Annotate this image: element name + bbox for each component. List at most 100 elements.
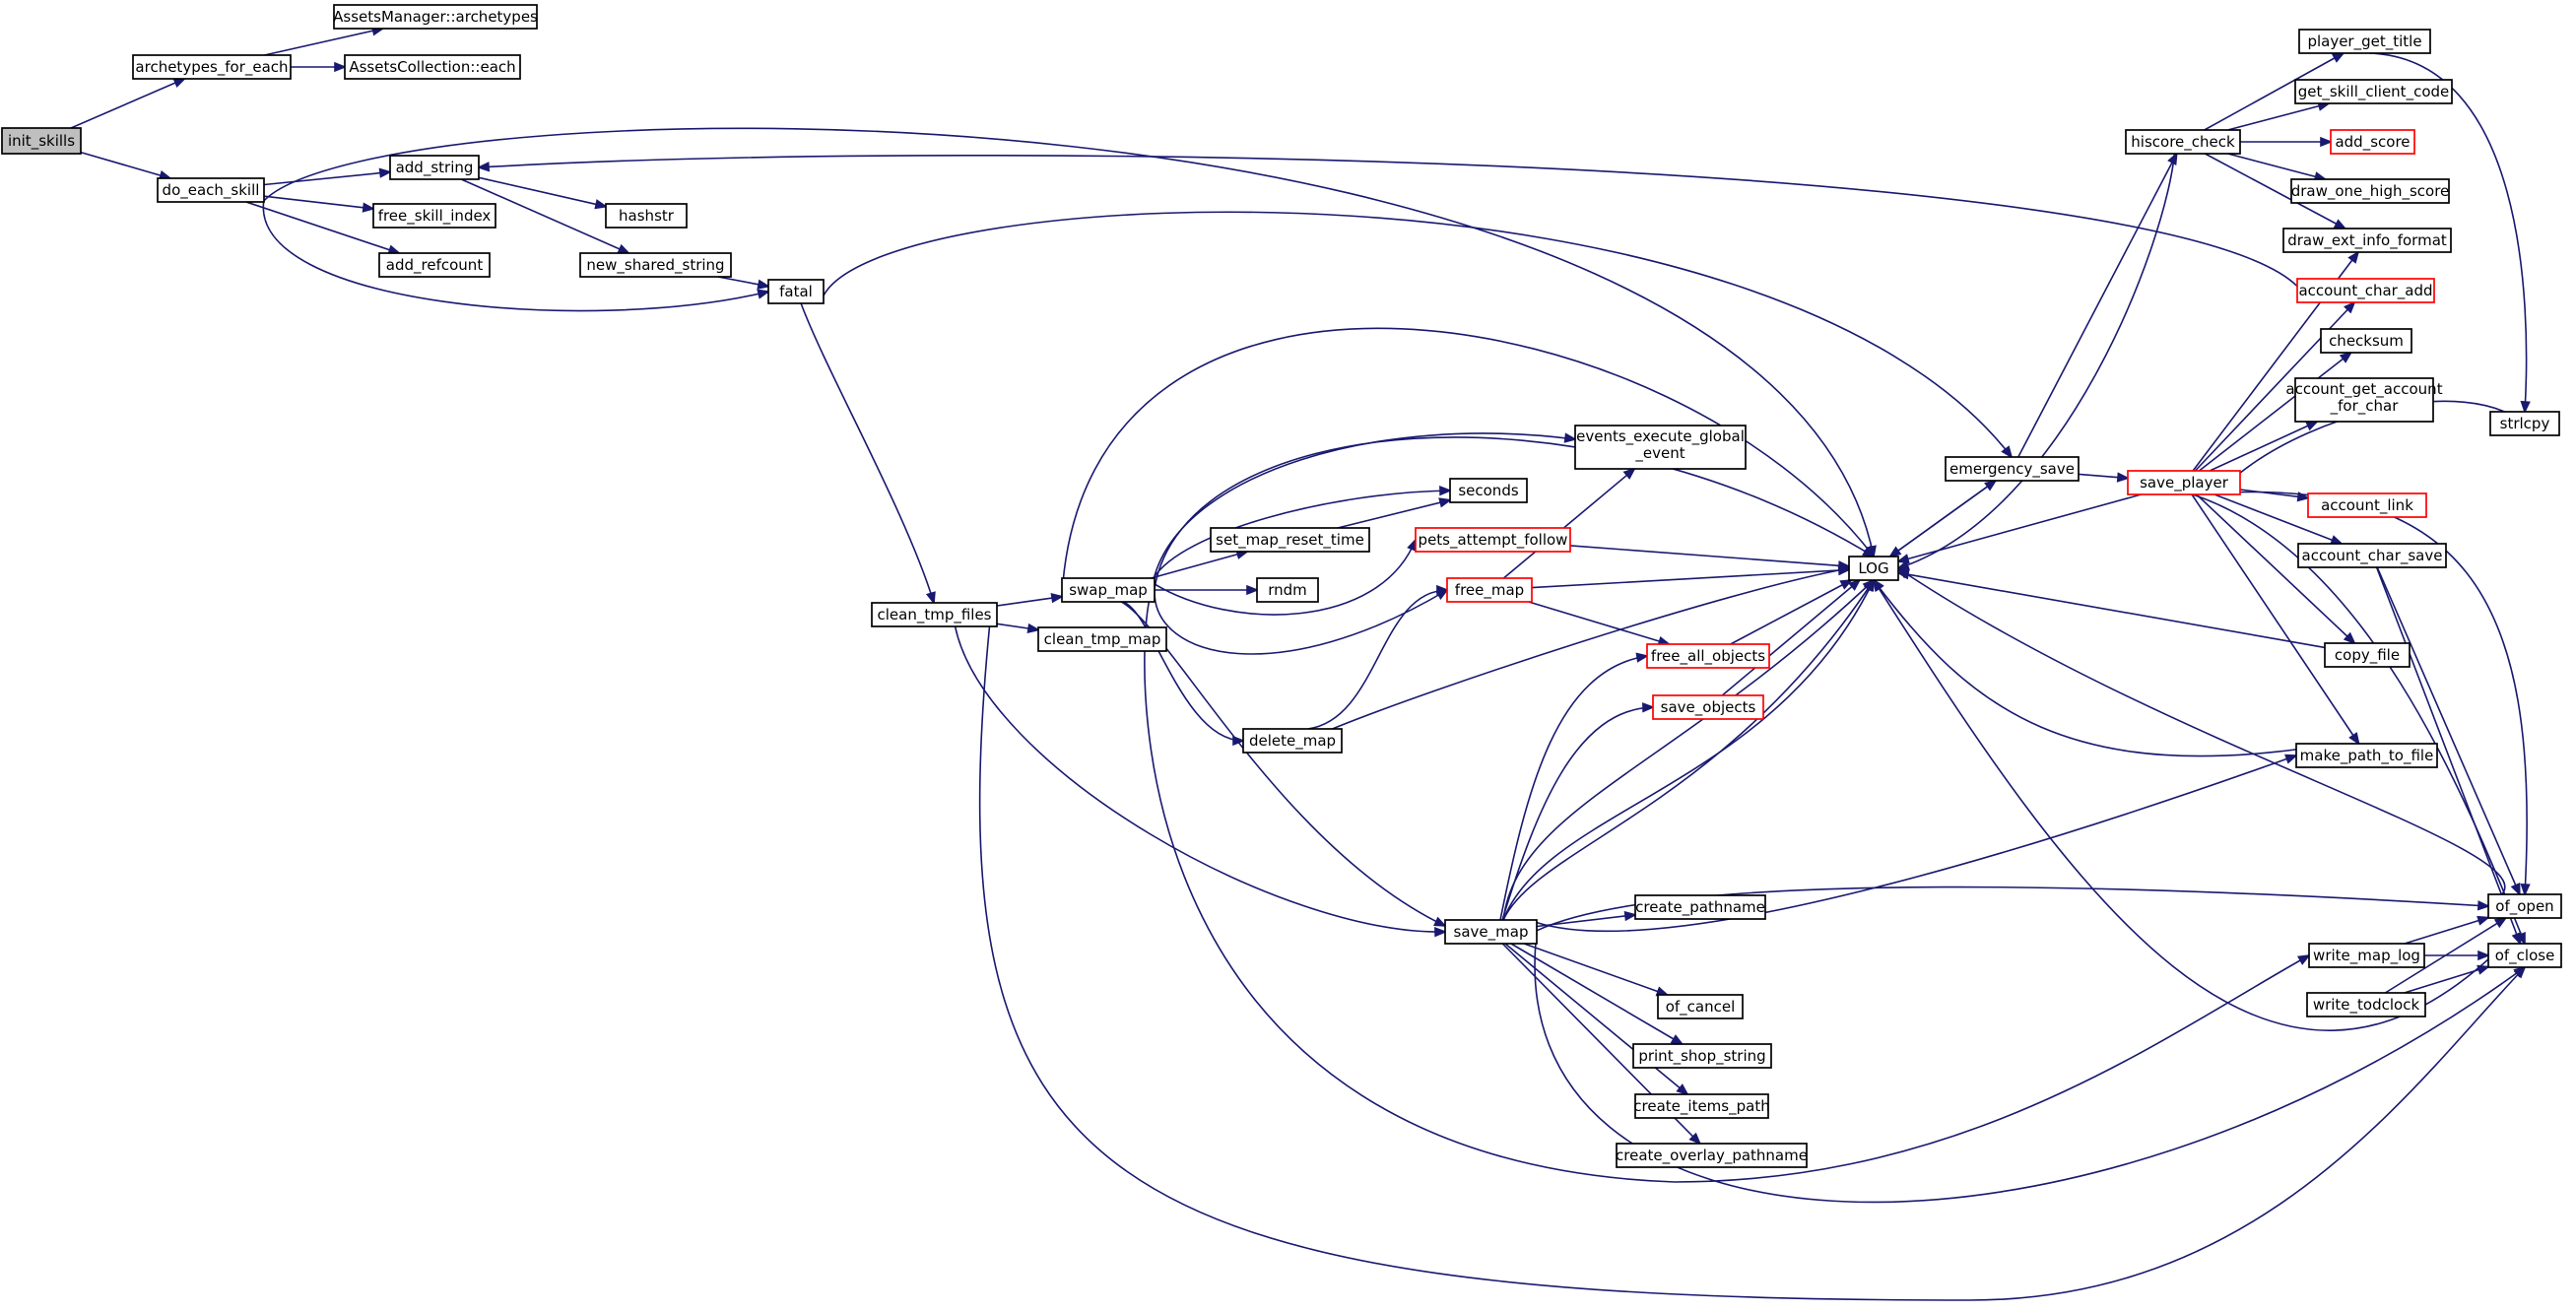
call-edge-add_string-to-hashstr [478, 176, 609, 210]
function-node-draw_one_high_score[interactable]: draw_one_high_score [2290, 178, 2450, 204]
edge-arrowhead [362, 202, 376, 213]
edge-arrowhead [757, 289, 771, 299]
edge-arrowhead [1563, 432, 1578, 443]
edge-arrowhead [1434, 927, 1448, 938]
function-node-emergency_save[interactable]: emergency_save [1945, 456, 2080, 482]
function-node-hiscore_check[interactable]: hiscore_check [2125, 129, 2241, 155]
function-node-write_todclock[interactable]: write_todclock [2306, 992, 2426, 1017]
function-node-AssetsManager_archetypes[interactable]: AssetsManager::archetypes [333, 4, 538, 30]
node-box [2306, 992, 2426, 1017]
edge-arrowhead [1622, 467, 1636, 480]
function-node-save_objects[interactable]: save_objects [1652, 694, 1764, 720]
function-node-create_items_path[interactable]: create_items_path [1633, 1093, 1770, 1119]
function-node-seconds[interactable]: seconds [1449, 478, 1528, 503]
function-node-add_score[interactable]: add_score [2330, 129, 2415, 155]
edge-line [2192, 493, 2526, 945]
function-node-of_open[interactable]: of_open [2487, 893, 2562, 919]
edge-line [2239, 489, 2309, 499]
function-node-events_execute_global_event[interactable]: events_execute_global_event [1574, 425, 1747, 470]
function-node-delete_map[interactable]: delete_map [1242, 728, 1343, 754]
edge-arrowhead [2477, 950, 2491, 961]
function-node-free_skill_index[interactable]: free_skill_index [372, 203, 496, 229]
function-node-get_skill_client_code[interactable]: get_skill_client_code [2294, 79, 2453, 104]
function-node-free_all_objects[interactable]: free_all_objects [1646, 643, 1770, 669]
edge-arrowhead [2330, 535, 2345, 545]
call-edge-save_player-to-make_path_to_file [2191, 493, 2360, 746]
function-node-add_refcount[interactable]: add_refcount [378, 252, 491, 278]
edge-line [1502, 468, 1635, 579]
edge-arrowhead [2347, 250, 2360, 264]
function-node-archetypes_for_each[interactable]: archetypes_for_each [132, 54, 292, 80]
function-node-make_path_to_file[interactable]: make_path_to_file [2295, 743, 2438, 768]
function-node-draw_ext_info_format[interactable]: draw_ext_info_format [2282, 228, 2452, 253]
function-node-fatal[interactable]: fatal [767, 279, 825, 304]
edge-line [2198, 352, 2352, 472]
node-box [1061, 577, 1156, 603]
edge-line [1531, 568, 1850, 589]
function-node-free_map[interactable]: free_map [1446, 577, 1533, 603]
call-edge-free_map-to-events_execute_global_event [1502, 467, 1636, 579]
call-edge-clean_tmp_files-to-swap_map [996, 593, 1065, 607]
edge-line [478, 155, 2298, 288]
function-node-clean_tmp_map[interactable]: clean_tmp_map [1037, 626, 1167, 652]
node-box [1444, 919, 1538, 945]
function-node-account_link[interactable]: account_link [2307, 492, 2427, 518]
function-node-create_pathname[interactable]: create_pathname [1634, 894, 1766, 920]
node-box [2330, 129, 2415, 155]
node-label: draw_ext_info_format [2287, 231, 2447, 250]
function-node-save_map[interactable]: save_map [1444, 919, 1538, 945]
function-node-print_shop_string[interactable]: print_shop_string [1632, 1043, 1772, 1069]
call-edge-save_map-to-LOG [1502, 578, 1876, 921]
edge-line [2375, 566, 2522, 945]
node-label: save_player [2140, 474, 2229, 492]
function-node-do_each_skill[interactable]: do_each_skill [157, 177, 265, 203]
edge-arrowhead [2511, 932, 2522, 947]
call-edge-save_map-to-LOG [1502, 578, 1876, 921]
edge-line [800, 302, 935, 604]
node-box [1848, 556, 1899, 581]
function-node-add_string[interactable]: add_string [389, 155, 480, 180]
function-node-create_overlay_pathname[interactable]: create_overlay_pathname [1616, 1143, 1808, 1168]
node-label: save_objects [1661, 698, 1756, 717]
call-edge-archetypes_for_each-to-AssetsManager_archetypes [264, 26, 385, 56]
function-node-hashstr[interactable]: hashstr [605, 203, 688, 229]
edge-line [2017, 153, 2178, 458]
edge-arrowhead [334, 61, 348, 73]
function-node-clean_tmp_files[interactable]: clean_tmp_files [871, 602, 998, 627]
function-node-init_skills[interactable]: init_skills [1, 127, 82, 155]
function-node-account_get_account_for_char[interactable]: account_get_account_for_char [2285, 377, 2443, 423]
function-node-player_get_title[interactable]: player_get_title [2298, 29, 2431, 54]
edge-line [1144, 601, 2310, 1183]
function-node-LOG[interactable]: LOG [1848, 556, 1899, 581]
edge-line [2227, 153, 2326, 180]
edge-arrowhead [1670, 1034, 1684, 1046]
function-node-account_char_save[interactable]: account_char_save [2297, 543, 2447, 568]
function-node-AssetsCollection_each[interactable]: AssetsCollection::each [344, 54, 521, 80]
node-label: create_items_path [1633, 1097, 1769, 1116]
function-node-checksum[interactable]: checksum [2320, 328, 2412, 354]
edge-arrowhead [2339, 351, 2353, 363]
function-node-strlcpy[interactable]: strlcpy [2489, 411, 2560, 436]
call-edge-do_each_skill-to-LOG [262, 127, 1877, 559]
function-node-account_char_add[interactable]: account_char_add [2296, 278, 2435, 303]
function-node-of_close[interactable]: of_close [2487, 943, 2562, 968]
function-node-set_map_reset_time[interactable]: set_map_reset_time [1210, 527, 1370, 553]
function-node-rndm[interactable]: rndm [1256, 577, 1319, 603]
function-node-new_shared_string[interactable]: new_shared_string [579, 252, 732, 278]
node-box [2127, 470, 2241, 495]
edge-line [1337, 498, 1451, 529]
edge-arrowhead [1433, 916, 1447, 927]
node-label: checksum [2329, 332, 2404, 350]
node-label: of_open [2495, 897, 2553, 916]
function-node-save_player[interactable]: save_player [2127, 470, 2241, 495]
function-node-pets_attempt_follow[interactable]: pets_attempt_follow [1415, 527, 1571, 553]
edge-arrowhead [2333, 219, 2347, 230]
edge-arrowhead [2320, 136, 2334, 148]
edge-arrowhead [2513, 965, 2527, 978]
function-node-copy_file[interactable]: copy_file [2324, 642, 2411, 668]
node-label: init_skills [8, 132, 75, 151]
function-node-of_cancel[interactable]: of_cancel [1657, 994, 1744, 1019]
call-edge-player_get_title-to-strlcpy [2369, 52, 2531, 415]
function-node-swap_map[interactable]: swap_map [1061, 577, 1156, 603]
function-node-write_map_log[interactable]: write_map_log [2308, 943, 2425, 968]
